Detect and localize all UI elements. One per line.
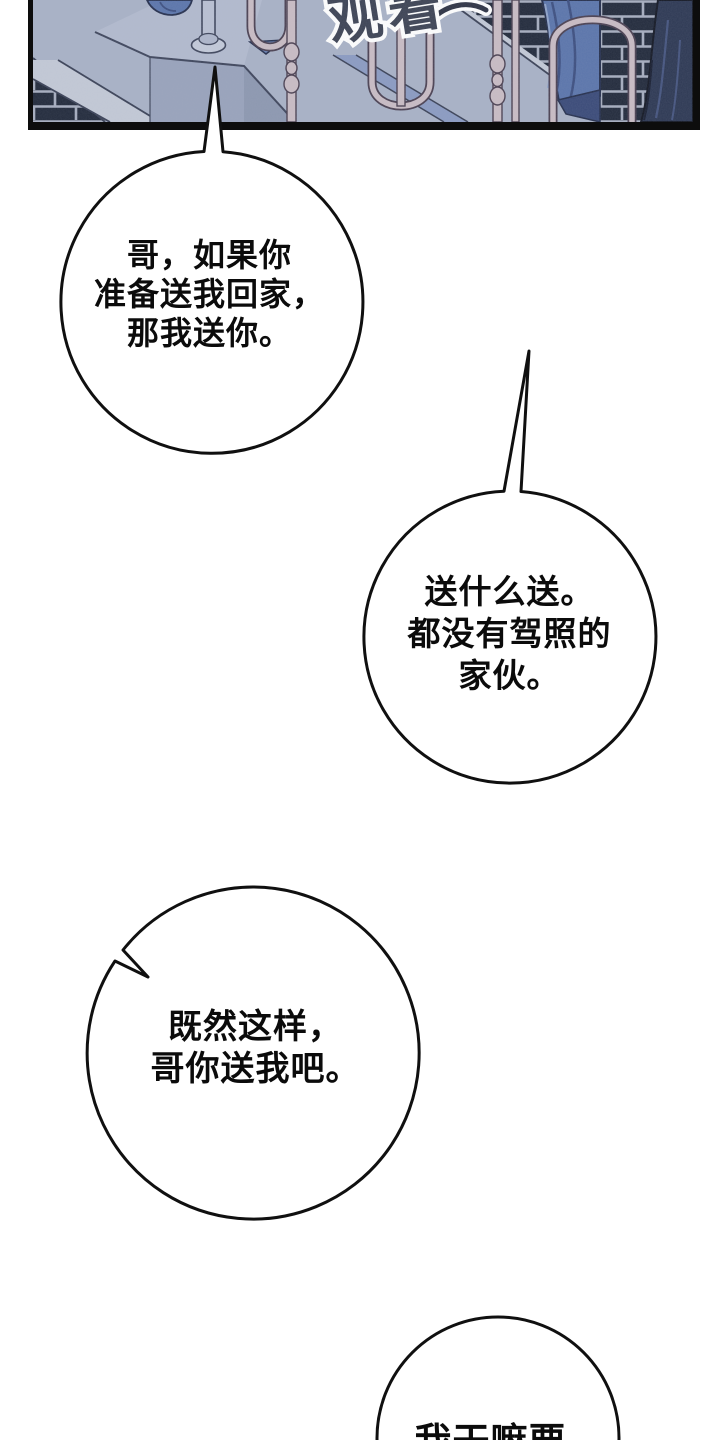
scene-panel: 观着 [28, 0, 700, 130]
speech-bubble-1 [59, 65, 365, 455]
speech-bubble-3 [85, 885, 421, 1221]
speech-bubble-4 [375, 1315, 621, 1440]
speech-bubble-2 [362, 349, 658, 785]
paper-grain [33, 0, 693, 122]
panel-border [28, 0, 700, 130]
